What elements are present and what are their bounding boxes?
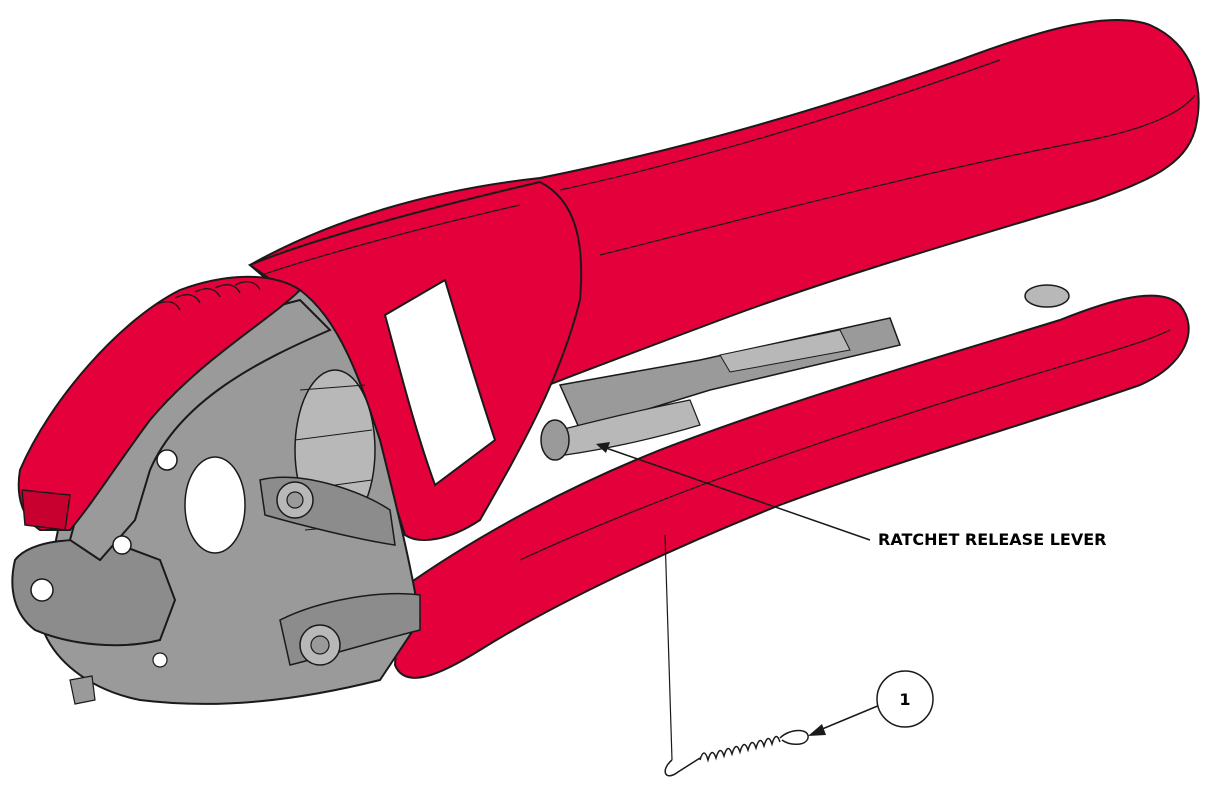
spring-leader <box>664 534 673 761</box>
spring-part <box>664 534 809 777</box>
callout-1-circle <box>876 670 934 728</box>
head-cap <box>17 275 302 531</box>
callout-1-number: 1 <box>899 690 910 709</box>
ratchet-release-lever-leader <box>605 447 871 541</box>
ratchet-release-lever-label: RATCHET RELEASE LEVER <box>878 530 1106 549</box>
ratchet-channel <box>540 317 901 461</box>
collar-window <box>383 278 497 487</box>
ratchet-release-lever-annotation: RATCHET RELEASE LEVER <box>596 442 1106 549</box>
callout-1: 1 <box>808 670 934 736</box>
ratchet-release-lever-part <box>540 419 570 461</box>
lower-handle <box>393 284 1190 679</box>
handle-rivet <box>1024 284 1070 308</box>
tool-head <box>11 275 422 705</box>
